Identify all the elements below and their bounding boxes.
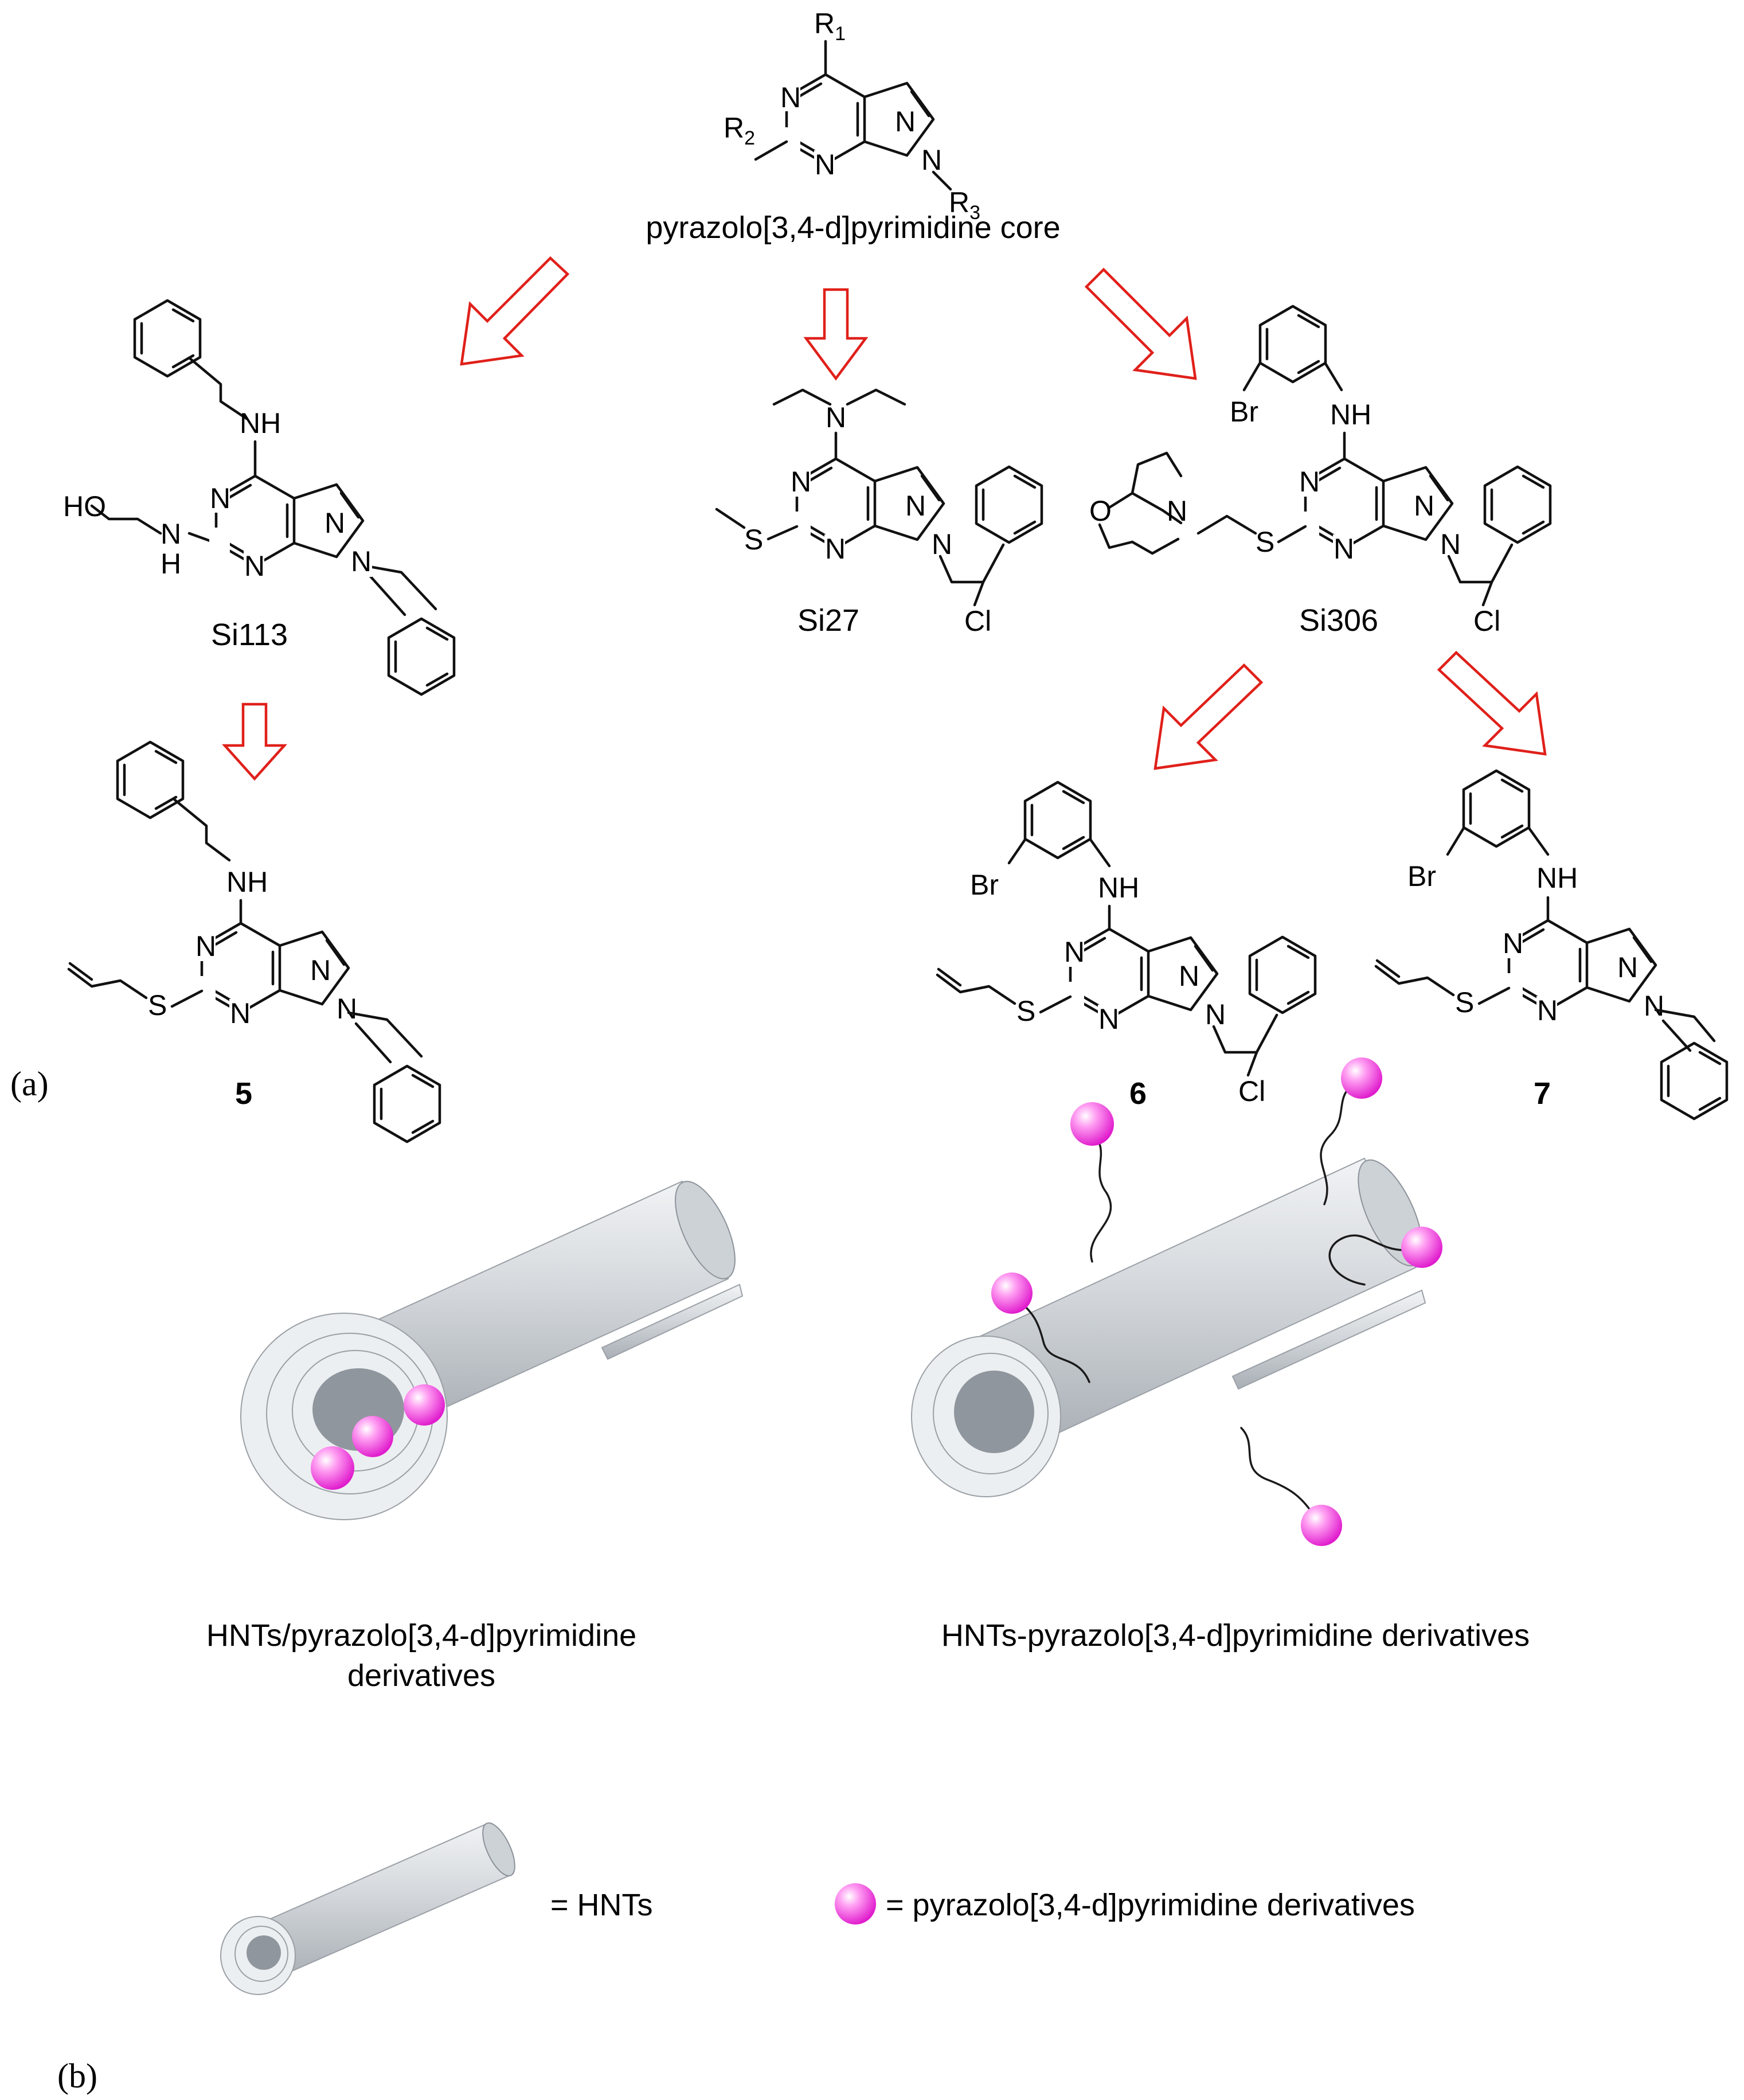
atom-nh: NH: [226, 866, 268, 898]
atom-n: N: [1205, 998, 1226, 1031]
compound-si306: Br NH N N N N S N O Cl Si306: [1089, 306, 1550, 638]
atom-n: N: [780, 81, 801, 114]
atom-n: N: [337, 993, 357, 1025]
r1-label: R1: [814, 7, 846, 45]
drug-sphere: [991, 1273, 1033, 1314]
drug-sphere: [1070, 1102, 1114, 1146]
drug-sphere: [1301, 1505, 1342, 1546]
atom-n: N: [1414, 490, 1434, 522]
atom-n: N: [1179, 960, 1199, 992]
hnt-loaded-illustration: [240, 1180, 744, 1520]
atom-n: N: [195, 930, 216, 962]
atom-n: N: [905, 490, 926, 522]
drug-sphere: [311, 1446, 354, 1490]
arrow-to-si113: [460, 256, 570, 366]
atom-nh: NH: [1098, 872, 1139, 904]
core-caption: pyrazolo[3,4-d]pyrimidine core: [646, 210, 1060, 245]
atom-n: N: [1440, 528, 1461, 560]
drug-sphere: [352, 1416, 393, 1457]
atom-n: N: [161, 518, 181, 550]
atom-nh: NH: [1536, 862, 1578, 894]
atom-n: N: [1098, 1003, 1119, 1035]
atom-ho: HO: [63, 490, 106, 522]
panel-b-label: (b): [57, 2057, 97, 2095]
atom-n: N: [895, 106, 916, 138]
compound-si113: N N N N NH N H HO Si113: [63, 300, 454, 694]
atom-n: N: [815, 149, 835, 181]
r2-label: R2: [724, 112, 755, 149]
atom-s: S: [1455, 986, 1474, 1018]
atom-n: N: [324, 507, 345, 539]
label-si27: Si27: [797, 603, 859, 638]
atom-n: N: [791, 466, 811, 498]
atom-n: N: [1644, 990, 1664, 1022]
atom-n: N: [1617, 951, 1638, 983]
legend-hnt-label: = HNTs: [550, 1888, 653, 1922]
atom-n: N: [1503, 927, 1523, 959]
compound-6: Br NH N N N N S Cl 6: [936, 782, 1315, 1111]
atom-n: N: [210, 482, 230, 514]
arrow-to-6: [1153, 663, 1264, 770]
arrow-to-5: [221, 702, 288, 781]
atom-n: N: [1299, 466, 1320, 498]
atom-n: N: [244, 550, 265, 582]
legend-hnt-icon: [220, 1822, 515, 1995]
atom-s: S: [1016, 995, 1035, 1027]
core-structure: N N N N R1 R2 R3 pyrazolo[3,4-d]pyrimidi…: [646, 7, 1060, 245]
atom-n: N: [230, 997, 251, 1029]
drug-sphere: [1341, 1057, 1382, 1099]
label-si113: Si113: [211, 618, 288, 652]
atom-cl: Cl: [1238, 1075, 1265, 1107]
compound-5: NH N N N N S 5: [67, 742, 440, 1142]
atom-n: N: [1537, 994, 1558, 1026]
atom-n: N: [1064, 936, 1085, 968]
label-5: 5: [235, 1076, 252, 1111]
atom-n: N: [921, 144, 942, 176]
atom-nh: NH: [1330, 399, 1371, 431]
drug-sphere: [404, 1384, 445, 1426]
arrow-to-7: [1437, 650, 1547, 756]
label-si306: Si306: [1299, 603, 1378, 638]
caption-loaded-line2: derivatives: [347, 1658, 495, 1693]
caption-conjugated: HNTs-pyrazolo[3,4-d]pyrimidine derivativ…: [941, 1618, 1530, 1653]
synthesis-arrows: [221, 256, 1547, 781]
atom-h: H: [161, 548, 181, 580]
label-6: 6: [1129, 1076, 1147, 1111]
atom-s: S: [1256, 526, 1274, 558]
atom-nh: NH: [240, 407, 281, 439]
atom-cl: Cl: [1473, 605, 1500, 637]
legend-derivative-label: = pyrazolo[3,4-d]pyrimidine derivatives: [886, 1888, 1415, 1922]
caption-loaded-line1: HNTs/pyrazolo[3,4-d]pyrimidine: [206, 1618, 636, 1653]
compound-si27: N N N N N S Cl Si27: [715, 388, 1042, 638]
compound-7: Br NH N N N N S 7: [1374, 771, 1727, 1119]
atom-o: O: [1089, 495, 1112, 527]
atom-br: Br: [970, 869, 999, 901]
drug-sphere: [1401, 1227, 1442, 1268]
atom-br: Br: [1407, 860, 1436, 892]
atom-n: N: [1334, 533, 1354, 565]
arrow-to-si27: [803, 288, 869, 381]
atom-n: N: [825, 533, 846, 565]
atom-n: N: [351, 545, 372, 577]
arrow-to-si306: [1084, 267, 1197, 380]
atom-s: S: [148, 989, 167, 1021]
hnt-conjugated-illustration: [911, 1057, 1442, 1546]
atom-s: S: [744, 524, 763, 556]
atom-br: Br: [1230, 396, 1258, 428]
atom-n: N: [826, 401, 846, 434]
legend-sphere-icon: [835, 1883, 876, 1925]
atom-n: N: [1167, 495, 1187, 527]
atom-cl: Cl: [964, 605, 991, 637]
atom-n: N: [932, 528, 952, 560]
atom-n: N: [310, 954, 331, 986]
legend: = HNTs = pyrazolo[3,4-d]pyrimidine deriv…: [220, 1822, 1415, 1995]
panel-a-label: (a): [10, 1065, 49, 1103]
label-7: 7: [1534, 1076, 1551, 1111]
r3-label: R3: [949, 186, 980, 224]
